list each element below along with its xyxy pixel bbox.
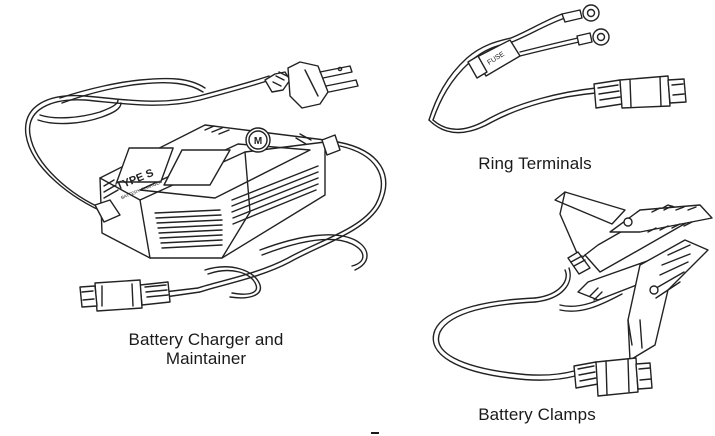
caption-battery-clamps: Battery Clamps bbox=[478, 405, 596, 424]
battery-clamp-2 bbox=[578, 240, 708, 360]
battery-clamps-accessory bbox=[433, 192, 712, 396]
wall-plug bbox=[265, 62, 358, 108]
ac-power-cord bbox=[26, 76, 270, 214]
caption-battery-charger-line-1: Battery Charger and bbox=[128, 330, 284, 349]
mode-button-label: M bbox=[254, 136, 262, 147]
charger-body bbox=[95, 125, 340, 258]
sae-connector-ring bbox=[594, 76, 686, 108]
caption-battery-charger-line-2: Maintainer bbox=[165, 349, 247, 368]
dc-output-cord bbox=[164, 142, 386, 298]
mode-button bbox=[246, 128, 270, 152]
charger-assembly: M TYPE S BATTERY CHARGER bbox=[26, 62, 386, 311]
page-dash bbox=[371, 432, 379, 434]
battery-clamp-1 bbox=[555, 192, 712, 274]
caption-battery-charger: Battery Charger and Maintainer bbox=[108, 330, 304, 368]
ring-terminal-2 bbox=[577, 29, 609, 45]
caption-ring-terminals: Ring Terminals bbox=[478, 154, 592, 173]
ring-terminal-1 bbox=[562, 5, 599, 22]
sae-connector-clamps bbox=[574, 358, 652, 396]
sae-connector-charger bbox=[80, 280, 170, 311]
ring-terminals-accessory: FUSE bbox=[429, 5, 686, 133]
